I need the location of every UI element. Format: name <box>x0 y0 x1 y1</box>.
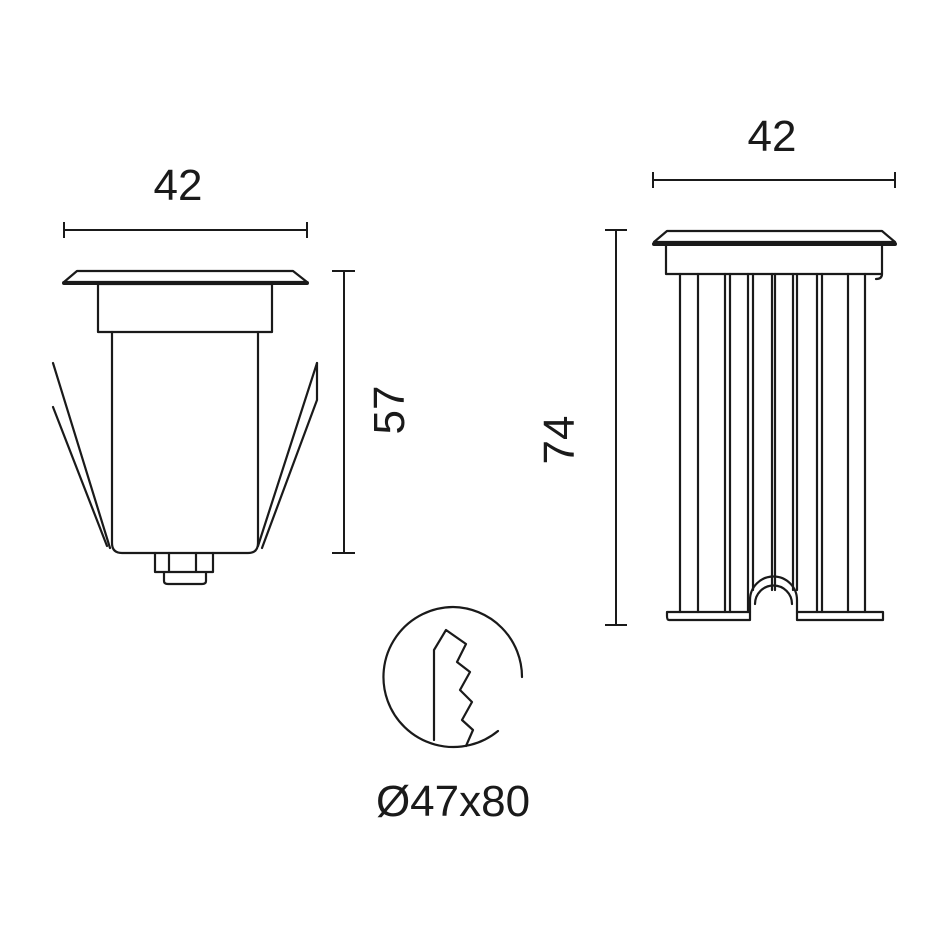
side-width-label: 42 <box>748 112 797 161</box>
front-view: 42 57 <box>51 161 414 586</box>
height-dimension-front: 57 <box>332 270 414 554</box>
side-view: 42 74 <box>535 112 897 626</box>
cutout-size-label: Ø47x80 <box>376 777 530 826</box>
side-height-label: 74 <box>535 416 584 465</box>
cutout-symbol: Ø47x80 <box>376 605 530 826</box>
front-width-label: 42 <box>154 161 203 210</box>
front-height-label: 57 <box>365 386 414 435</box>
width-dimension-front: 42 <box>63 161 308 238</box>
width-dimension-side: 42 <box>652 112 896 188</box>
height-dimension-side: 74 <box>535 229 627 626</box>
